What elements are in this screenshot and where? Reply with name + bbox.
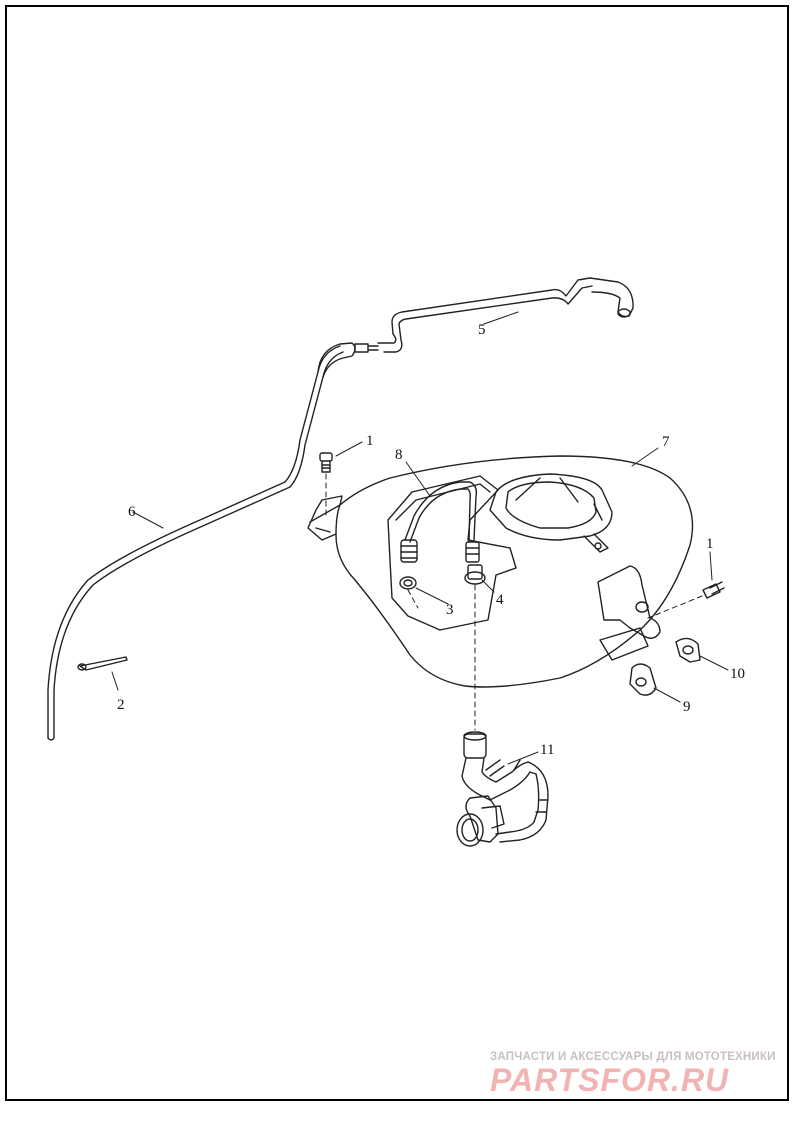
callout-9: 9 <box>683 699 691 715</box>
internal-pipe-8 <box>400 481 480 563</box>
leader-lines <box>111 311 729 765</box>
callout-5: 5 <box>478 322 486 338</box>
grommet-9 <box>629 663 657 696</box>
callout-2: 2 <box>117 697 125 713</box>
bolt-1-right <box>702 581 725 599</box>
watermark-tagline: ЗАПЧАСТИ И АКСЕССУАРЫ ДЛЯ МОТОТЕХНИКИ <box>490 1051 776 1063</box>
callout-8: 8 <box>395 447 403 463</box>
watermark-brand-logo: PARTSFOR.RU <box>490 1062 730 1098</box>
callout-3: 3 <box>446 602 454 618</box>
clip-10 <box>675 637 701 663</box>
fitting-3 <box>399 576 417 590</box>
cotter-pin-2 <box>77 656 128 671</box>
callout-7: 7 <box>662 434 670 450</box>
vent-tube-6 <box>47 342 356 741</box>
assembly-lines <box>325 473 703 731</box>
hose-assembly-11 <box>456 731 549 847</box>
callout-6: 6 <box>128 504 136 520</box>
bolt-1-top <box>319 452 333 473</box>
callout-1-top: 1 <box>366 433 374 449</box>
callout-11: 11 <box>540 742 554 758</box>
oil-tank-7 <box>307 455 694 688</box>
callout-10: 10 <box>730 666 745 682</box>
page-border <box>5 5 789 1101</box>
callout-1-right: 1 <box>706 536 714 552</box>
breather-hose-5 <box>354 277 634 353</box>
fitting-4 <box>464 564 486 585</box>
callout-4: 4 <box>496 592 504 608</box>
